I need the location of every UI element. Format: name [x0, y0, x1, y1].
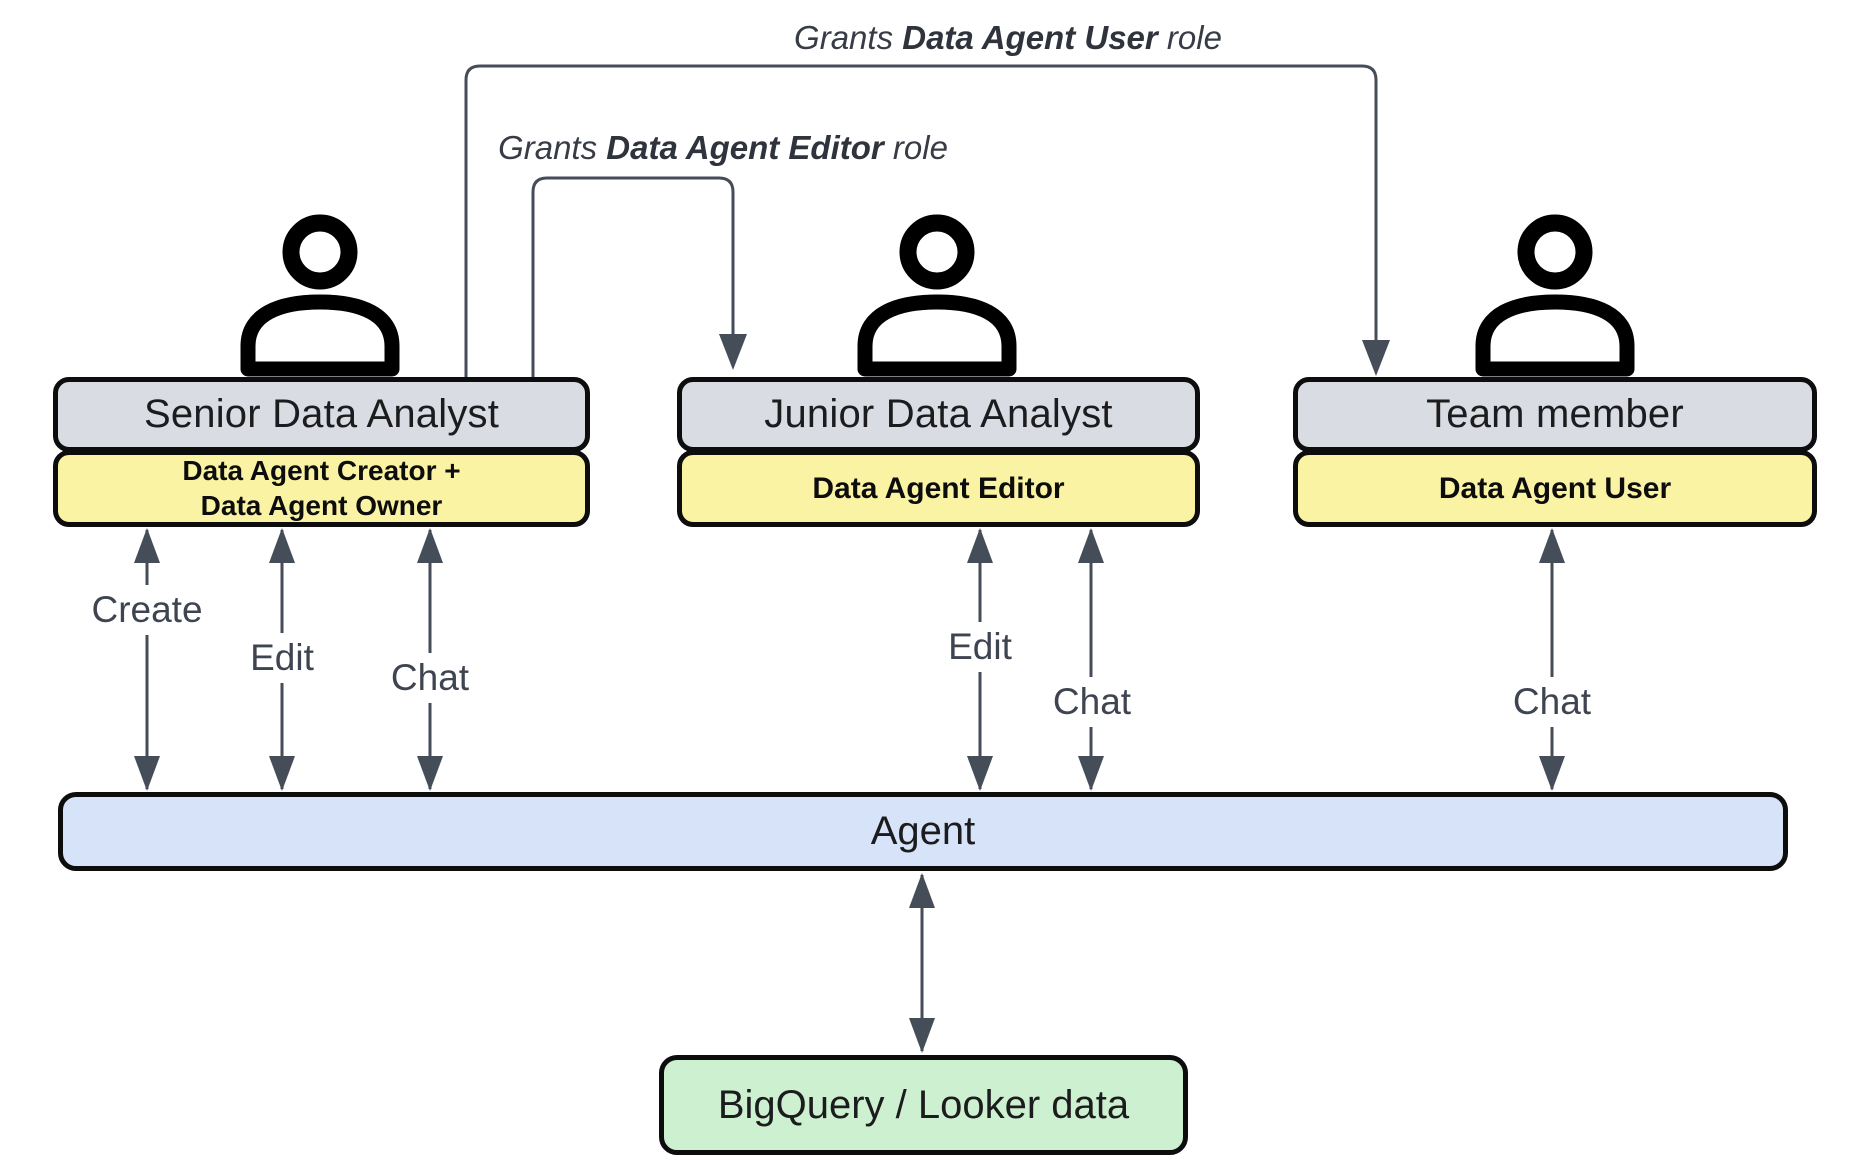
chat-label-senior: Chat	[380, 653, 480, 703]
agent-label: Agent	[870, 809, 976, 853]
grant-editor-prefix: Grants	[498, 129, 607, 166]
datasource-box: BigQuery / Looker data	[659, 1055, 1188, 1155]
chat-label-junior: Chat	[1042, 677, 1142, 727]
agent-data-arrow	[909, 873, 935, 1053]
grant-user-role-name: Data Agent User	[902, 19, 1158, 56]
team-member-role: Data Agent User	[1438, 471, 1672, 505]
grant-user-label: Grants Data Agent User role	[794, 19, 1222, 57]
chat-label-team: Chat	[1502, 677, 1602, 727]
senior-analyst-box: Senior Data Analyst	[53, 377, 590, 452]
senior-analyst-role-box: Data Agent Creator + Data Agent Owner	[53, 450, 590, 527]
grant-user-prefix: Grants	[794, 19, 903, 56]
team-member-title: Team member	[1426, 392, 1684, 436]
edit-label-senior: Edit	[240, 633, 324, 683]
chat-arrow-team	[1539, 528, 1565, 791]
grant-user-suffix: role	[1157, 19, 1222, 56]
senior-role-line-1: Data Agent Creator +	[182, 455, 461, 487]
person-icon	[1475, 214, 1635, 377]
grant-editor-role-name: Data Agent Editor	[606, 129, 884, 166]
agent-box: Agent	[58, 792, 1788, 871]
team-member-box: Team member	[1293, 377, 1817, 452]
create-arrow	[134, 528, 160, 791]
junior-analyst-role: Data Agent Editor	[812, 471, 1065, 505]
datasource-label: BigQuery / Looker data	[717, 1082, 1130, 1127]
person-icon	[240, 214, 400, 377]
junior-analyst-role-box: Data Agent Editor	[677, 450, 1200, 527]
grant-editor-connector	[531, 176, 747, 377]
create-label: Create	[81, 585, 213, 635]
junior-analyst-box: Junior Data Analyst	[677, 377, 1200, 452]
junior-analyst-title: Junior Data Analyst	[764, 392, 1113, 436]
person-icon	[857, 214, 1017, 377]
senior-role-line-2: Data Agent Owner	[200, 489, 443, 521]
senior-analyst-role: Data Agent Creator + Data Agent Owner	[182, 454, 460, 522]
team-member-role-box: Data Agent User	[1293, 450, 1817, 527]
edit-label-junior: Edit	[938, 622, 1022, 672]
grant-editor-suffix: role	[883, 129, 948, 166]
senior-analyst-title: Senior Data Analyst	[143, 392, 500, 436]
grant-user-connector	[464, 64, 1390, 377]
grant-editor-label: Grants Data Agent Editor role	[498, 129, 948, 167]
chat-arrow-junior	[1078, 528, 1104, 791]
